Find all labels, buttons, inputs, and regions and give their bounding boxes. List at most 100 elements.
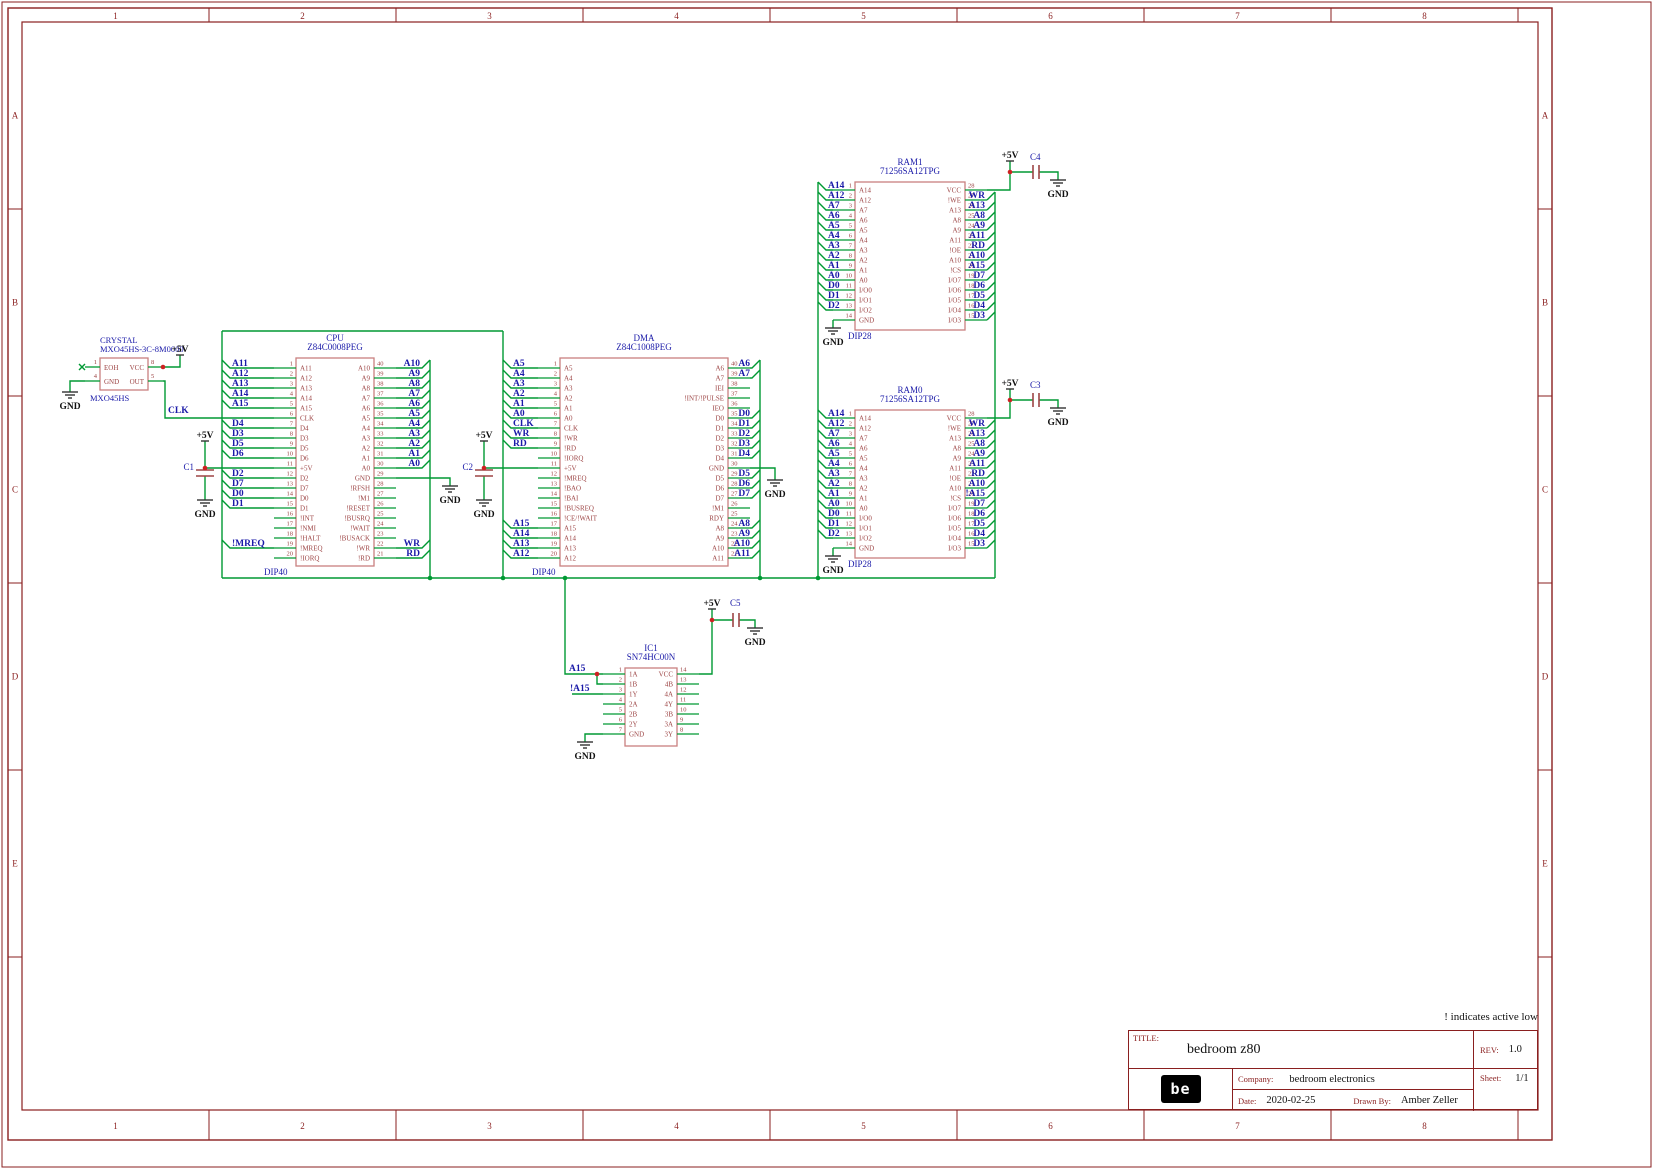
junction-dot — [481, 465, 487, 471]
rev-value: 1.0 — [1508, 1044, 1522, 1055]
pin-number: 12 — [846, 521, 853, 528]
net-wire — [986, 439, 996, 449]
row-label: A — [12, 111, 19, 121]
pin-number: 11 — [846, 283, 852, 290]
component-cpu[interactable]: CPUZ84C0008PEGDIP401A11A112A12A123A13A13… — [221, 333, 431, 577]
row-label: E — [1542, 859, 1548, 869]
net-label: A6 — [738, 359, 750, 369]
net-label: D4 — [973, 529, 985, 539]
pin-number: 22 — [377, 541, 384, 548]
net-wire — [986, 519, 996, 529]
component-ram1[interactable]: RAM171256SA12TPGDIP281A14A142A12A123A7A7… — [817, 157, 996, 341]
pin-number: 15 — [968, 313, 975, 320]
pin-number: 11 — [287, 461, 293, 468]
net-wire — [817, 439, 833, 449]
pin-name: A8 — [952, 445, 961, 453]
component-dma[interactable]: DMAZ84C1008PEGDIP401A5A52A4A43A3A34A2A25… — [502, 333, 761, 577]
pin-number: 3 — [619, 687, 622, 694]
component-ram0[interactable]: RAM071256SA12TPGDIP281A14A142A12A123A7A7… — [817, 385, 996, 569]
pin-number: 24 — [968, 223, 975, 230]
net-label: A0 — [828, 499, 840, 509]
pin-number: 1 — [849, 183, 852, 190]
net-label: D4 — [973, 301, 985, 311]
pin-number: 5 — [849, 451, 852, 458]
pin-name: !WE — [948, 197, 961, 205]
component-body-cpu[interactable] — [295, 357, 375, 567]
pin-name: !M1 — [712, 505, 725, 513]
pin-number: 26 — [377, 501, 384, 508]
pin-name: D3 — [300, 435, 309, 443]
net-wire — [221, 389, 274, 399]
component-body-ram0[interactable] — [854, 409, 966, 559]
pin-number: 34 — [731, 421, 738, 428]
component-ic1[interactable]: IC1SN74HC00N11A21B31Y42A52B62Y7GND14VCC1… — [603, 643, 699, 747]
component-crystal[interactable]: CRYSTALMXO45HS-3C-8M0000MXO45HSEOHGNDVCC… — [78, 335, 184, 403]
net-label: D2 — [232, 469, 244, 479]
pin-name: D5 — [715, 475, 724, 483]
pin-name: A12 — [300, 375, 313, 383]
pin-number: 2 — [849, 193, 852, 200]
gnd-label: GND — [1047, 190, 1068, 200]
pin-name: D0 — [300, 495, 309, 503]
net-wire — [750, 369, 761, 379]
net-label: RD — [971, 241, 985, 251]
pin-name: A2 — [859, 485, 868, 493]
net-label: A4 — [828, 459, 840, 469]
pin-number: 21 — [377, 551, 384, 558]
pin-number: 12 — [287, 471, 294, 478]
pin-name: 1B — [629, 681, 638, 689]
crystal-ref: CRYSTAL — [100, 335, 138, 345]
net-label: D0 — [738, 409, 750, 419]
pin-name: A7 — [361, 395, 370, 403]
junction-dot — [594, 671, 600, 677]
gnd-label: GND — [59, 402, 80, 412]
net-label: A8 — [973, 211, 985, 221]
pin-name: A12 — [859, 197, 872, 205]
net-label: A2 — [828, 479, 840, 489]
net-label-na15-ic1: !A15 — [570, 684, 590, 694]
component-body-ram1[interactable] — [854, 181, 966, 331]
net-label: A3 — [513, 379, 525, 389]
wire — [163, 380, 274, 419]
net-label: A15 — [969, 261, 986, 271]
net-wire — [817, 211, 833, 221]
gnd-label: GND — [764, 490, 785, 500]
net-label: A7 — [828, 429, 840, 439]
pin-name: A4 — [361, 425, 370, 433]
net-label: A12 — [828, 419, 845, 429]
component-ref: DMA — [633, 333, 655, 343]
net-label: A1 — [828, 261, 840, 271]
wire — [699, 609, 713, 675]
crystal-body[interactable] — [99, 357, 149, 391]
net-label: A11 — [734, 549, 750, 559]
pin-name: A5 — [859, 455, 868, 463]
pin-number: 28 — [377, 481, 384, 488]
pin-number: 18 — [968, 283, 975, 290]
net-wire — [502, 529, 538, 539]
pin-name: !BAI — [564, 495, 579, 503]
pin-number: 37 — [731, 391, 738, 398]
pin-name: A11 — [949, 237, 961, 245]
pin-number: 29 — [377, 471, 384, 478]
pin-name: GND — [104, 378, 119, 386]
pin-number: 15 — [551, 501, 558, 508]
pin-number: 23 — [968, 461, 975, 468]
net-label: D1 — [828, 519, 840, 529]
pin-name: A15 — [564, 525, 577, 533]
column-label: 1 — [113, 1121, 118, 1131]
component-body-dma[interactable] — [559, 357, 729, 567]
wires[interactable] — [69, 161, 1059, 742]
pin-name: A6 — [859, 217, 868, 225]
component-body-ic1[interactable] — [624, 667, 678, 747]
pin-name: A13 — [949, 207, 962, 215]
pin-number: 25 — [377, 511, 384, 518]
row-label: C — [12, 485, 18, 495]
net-wire — [396, 389, 431, 399]
pin-number: 14 — [287, 491, 294, 498]
pin-number: 26 — [731, 501, 738, 508]
pin-name: GND — [709, 465, 724, 473]
pin-number: 10 — [846, 273, 853, 280]
